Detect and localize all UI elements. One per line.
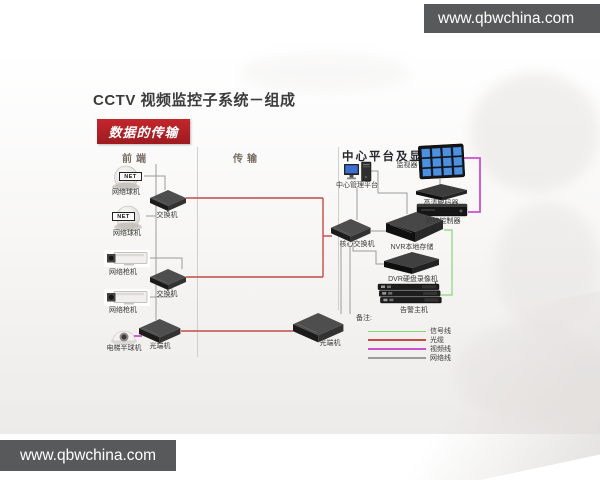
video-lines (134, 157, 481, 337)
legend-swatch-signal (368, 330, 426, 332)
legend-swatch-optical (368, 339, 426, 341)
net-badge: NET (119, 172, 142, 181)
label-matrix-controller: 矩阵控制器 (425, 218, 461, 225)
slide-content-area (0, 52, 600, 480)
label-switch-1: 交换机 (156, 212, 178, 219)
website-banner-top: www.qbwchina.com (424, 4, 600, 33)
alarm-host-graphic (377, 280, 442, 304)
legend-item-signal: 信号线 (356, 326, 476, 335)
legend-title: 备注: (356, 315, 372, 322)
label-management-platform: 中心管理平台 (336, 182, 378, 189)
box-camera-1-graphic (103, 249, 151, 268)
network-lines (144, 164, 441, 320)
legend-item-video: 视频线 (356, 344, 476, 353)
label-elevator-dome-camera: 电梯半球机 (106, 345, 142, 352)
website-banner-bottom: www.qbwchina.com (0, 440, 176, 471)
column-divider (197, 147, 198, 357)
optical-lines (181, 197, 332, 332)
box-camera-2-graphic (103, 288, 151, 307)
label-core-switch: 核心交换机 (339, 241, 375, 248)
label-optical-transceiver-1: 光端机 (149, 343, 171, 350)
device-graphics (103, 143, 468, 345)
map-watermark (470, 72, 600, 192)
connection-lines (134, 157, 481, 337)
label-switch-2: 交换机 (156, 291, 178, 298)
map-watermark (240, 52, 410, 92)
website-url: www.qbwchina.com (19, 446, 157, 464)
switch-2-graphic (149, 268, 187, 291)
management-pc-graphic (344, 161, 372, 182)
label-dvr: DVR硬盘录像机 (388, 276, 438, 283)
dvr-graphic (384, 252, 439, 274)
legend-item-network: 网络线 (356, 353, 476, 362)
optical-transceiver-2-graphic (292, 312, 344, 343)
legend-label-video: 视频线 (430, 346, 451, 353)
matrix-controller-graphic (416, 203, 468, 217)
column-header-front-end: 前端 (122, 154, 150, 165)
legend-swatch-network (368, 357, 426, 359)
label-box-camera-1: 网络枪机 (109, 269, 137, 276)
legend-label-signal: 信号线 (430, 328, 451, 335)
website-url: www.qbwchina.com (438, 9, 575, 27)
label-nvr: NVR本地存储 (390, 244, 434, 251)
switch-1-graphic (149, 189, 187, 212)
column-header-transmission: 传输 (233, 154, 261, 165)
label-dome-camera-1: 网络球机 (112, 189, 140, 196)
page-title: CCTV 视频监控子系统－组成 (93, 92, 296, 109)
optical-transceiver-1-graphic (138, 318, 181, 344)
legend: 备注: 信号线 光缆 视频线 网络线 (356, 313, 476, 362)
label-optical-transceiver-2: 光端机 (319, 340, 341, 347)
label-hd-decoder: 高清解码器 (423, 200, 459, 207)
label-box-camera-2: 网络枪机 (109, 307, 137, 314)
monitor-wall-graphic (418, 143, 466, 180)
legend-label-optical: 光缆 (430, 337, 444, 344)
label-dome-camera-2: 网络球机 (113, 230, 141, 237)
legend-label-network: 网络线 (430, 355, 451, 362)
core-switch-graphic (330, 218, 371, 243)
column-header-center-platform: 中心平台及显示 (342, 151, 437, 163)
legend-item-optical: 光缆 (356, 335, 476, 344)
legend-swatch-video (368, 348, 426, 350)
net-badge: NET (112, 212, 135, 221)
hd-decoder-graphic (416, 184, 467, 201)
nvr-graphic (386, 212, 443, 242)
label-monitor-wall: 监视器 (396, 162, 418, 169)
label-alarm-host: 告警主机 (400, 307, 428, 314)
signal-lines (441, 229, 453, 296)
data-transmission-badge: 数据的传输 (97, 119, 190, 144)
elevator-dome-camera-graphic (111, 330, 137, 345)
